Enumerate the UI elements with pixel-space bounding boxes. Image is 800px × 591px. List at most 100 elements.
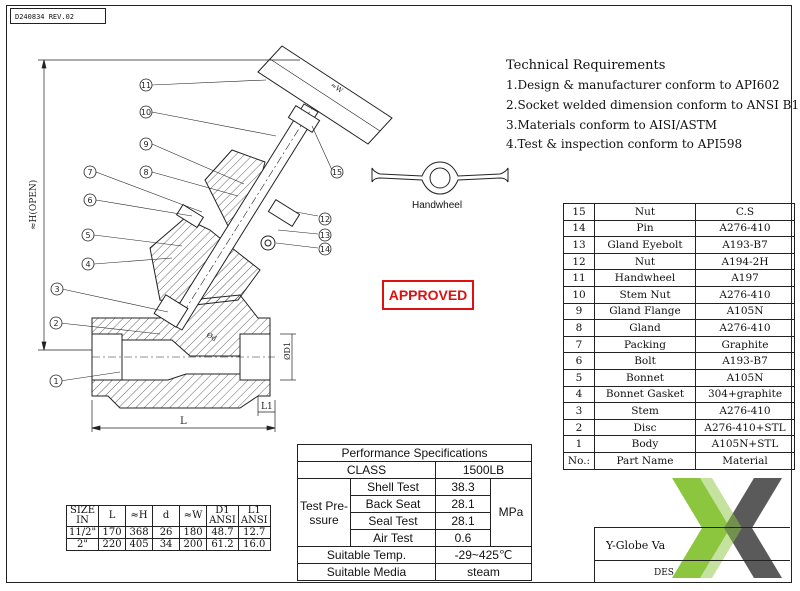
- svg-text:14: 14: [320, 245, 330, 254]
- tech-requirement-3: 3.Materials conform to AISI/ASTM: [506, 118, 718, 132]
- part-number: 10: [563, 285, 595, 304]
- part-number: 15: [563, 203, 595, 221]
- balloon-leaders: [59, 79, 333, 382]
- valve-stem: [153, 103, 321, 331]
- dim-cell: 26: [152, 526, 181, 539]
- balloon-6: 6: [83, 193, 97, 207]
- dim-cell: 200: [179, 538, 208, 551]
- part-number: 14: [563, 219, 595, 238]
- back-seat-label: Back Seat: [350, 495, 436, 513]
- part-material: A105N: [695, 302, 795, 321]
- part-material: A193-B7: [695, 352, 795, 370]
- handwheel-label: Handwheel: [412, 200, 463, 211]
- svg-text:5: 5: [85, 231, 90, 240]
- tech-requirement-2: 2.Socket welded dimension conform to ANS…: [506, 98, 800, 112]
- dim-cell: 170: [98, 526, 127, 539]
- part-material: A276-410: [695, 402, 795, 420]
- part-material: C.S: [695, 203, 795, 221]
- part-name: Gland: [594, 319, 696, 337]
- balloon-1: 1: [49, 374, 63, 388]
- dim-header: ≈W: [179, 505, 208, 527]
- svg-text:11: 11: [141, 81, 151, 90]
- svg-text:8: 8: [143, 168, 148, 177]
- balloon-3: 3: [50, 282, 64, 296]
- dim-cell: 368: [125, 526, 154, 539]
- balloon-4: 4: [81, 257, 95, 271]
- tech-requirement-1: 1.Design & manufacturer conform to API60…: [506, 78, 780, 92]
- part-name: Nut: [594, 203, 696, 221]
- dim-cell: 180: [179, 526, 208, 539]
- part-name: Stem: [594, 402, 696, 420]
- balloon-14: 14: [318, 242, 332, 256]
- part-material: 304+graphite: [695, 385, 795, 404]
- dim-header: ≈H: [125, 505, 154, 527]
- part-name: Bolt: [594, 352, 696, 370]
- part-number: 6: [563, 352, 595, 370]
- svg-text:2: 2: [53, 319, 58, 328]
- temp-label: Suitable Temp.: [297, 546, 436, 564]
- part-name: Disc: [594, 418, 696, 437]
- shell-test-value: 38.3: [435, 478, 491, 496]
- shell-test-label: Shell Test: [350, 478, 436, 496]
- tech-requirements-title: Technical Requirements: [506, 58, 666, 73]
- dim-cell: 2": [65, 538, 100, 551]
- part-number: 12: [563, 252, 595, 271]
- header-material: Material: [695, 451, 795, 470]
- part-material: A193-B7: [695, 236, 795, 254]
- svg-text:7: 7: [87, 168, 92, 177]
- test-pressure-label: Test Pre- ssure: [297, 478, 351, 547]
- balloon-10: 10: [139, 105, 153, 119]
- svg-text:1: 1: [53, 377, 58, 386]
- dim-cell: 16.0: [237, 538, 271, 551]
- balloon-11: 11: [139, 78, 153, 92]
- dim-cell: 405: [125, 538, 154, 551]
- part-name: Handwheel: [594, 269, 696, 287]
- part-number: 7: [563, 335, 595, 354]
- class-label: CLASS: [297, 461, 436, 479]
- handwheel-side: ≈W: [257, 45, 393, 145]
- part-material: A197: [695, 269, 795, 287]
- part-material: A276-410+STL: [695, 418, 795, 437]
- air-test-label: Air Test: [350, 529, 436, 547]
- dim-cell: 220: [98, 538, 127, 551]
- air-test-value: 0.6: [435, 529, 491, 547]
- gland-bolts: [175, 198, 301, 251]
- valve-body: [91, 294, 275, 409]
- part-material: A276-410: [695, 285, 795, 304]
- part-number: 8: [563, 319, 595, 337]
- back-seat-value: 28.1: [435, 495, 491, 513]
- balloon-9: 9: [139, 137, 153, 151]
- svg-text:13: 13: [320, 231, 330, 240]
- part-material: A105N+STL: [695, 435, 795, 453]
- perf-title: Performance Specifications: [297, 444, 532, 462]
- svg-text:4: 4: [85, 260, 90, 269]
- part-material: A276-410: [695, 319, 795, 337]
- part-name: Pin: [594, 219, 696, 238]
- document-number: D240834 REV.02: [10, 8, 106, 24]
- part-number: 13: [563, 236, 595, 254]
- pressure-unit: MPa: [490, 478, 532, 547]
- part-number: 11: [563, 269, 595, 287]
- part-name: Packing: [594, 335, 696, 354]
- length-label: L: [180, 416, 187, 427]
- header-part-name: Part Name: [594, 451, 696, 470]
- part-number: 2: [563, 418, 595, 437]
- dim-header: L1 ANSI: [237, 505, 271, 527]
- part-number: 4: [563, 385, 595, 404]
- balloon-13: 13: [318, 228, 332, 242]
- l1-label: L1: [261, 402, 273, 412]
- height-label: ≈H(OPEN): [28, 180, 39, 230]
- title-block-title: Y-Globe Va: [606, 539, 666, 552]
- height-dimension: [38, 59, 300, 351]
